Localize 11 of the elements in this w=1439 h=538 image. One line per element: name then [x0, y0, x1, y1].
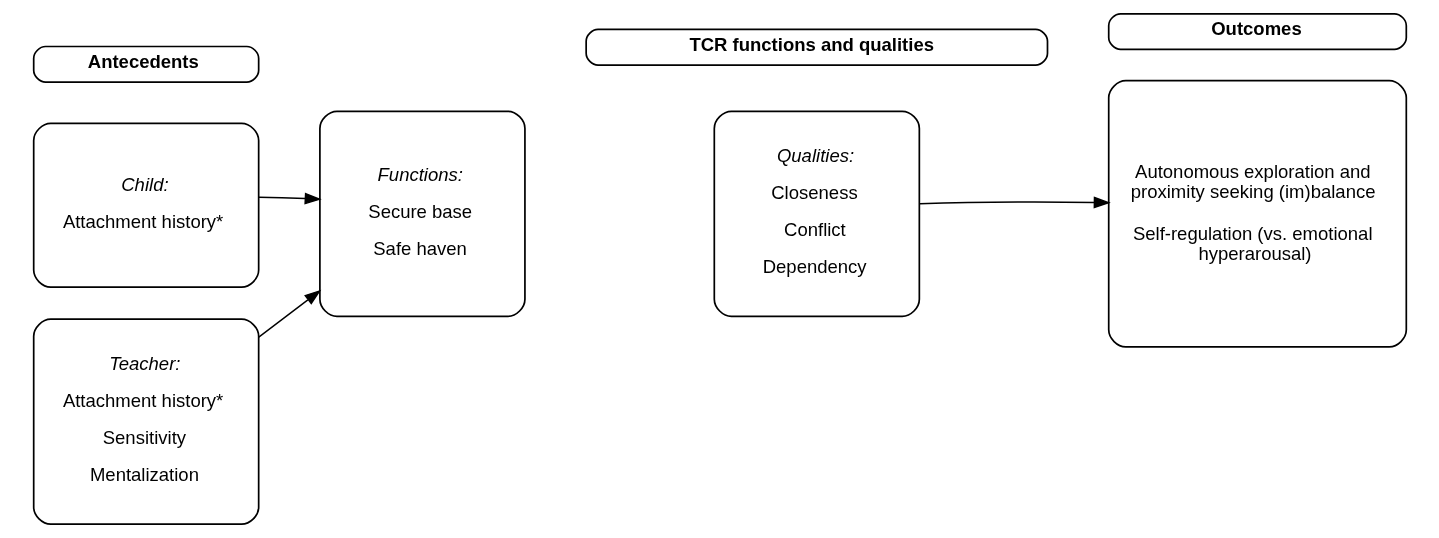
arrow: [257, 192, 322, 205]
arrow: [257, 289, 321, 338]
node-box: Outcomes: [1107, 12, 1407, 51]
node-box: Qualities: Closeness Conflict Dependency: [712, 110, 920, 318]
node-box: Autonomous exploration and proximity seeking (im)balance Self-regulation (vs. emotional hyperarousal): [1107, 79, 1407, 348]
node-box: Functions: Secure base Safe haven: [318, 110, 526, 318]
node-box: Antecedents: [32, 45, 260, 83]
node-box: Teacher: Attachment history* Sensitivity Mentalization: [32, 318, 260, 526]
node-box: Child: Attachment history*: [32, 122, 260, 288]
arrow: [918, 196, 1111, 209]
node-box: TCR functions and qualities: [584, 28, 1048, 66]
